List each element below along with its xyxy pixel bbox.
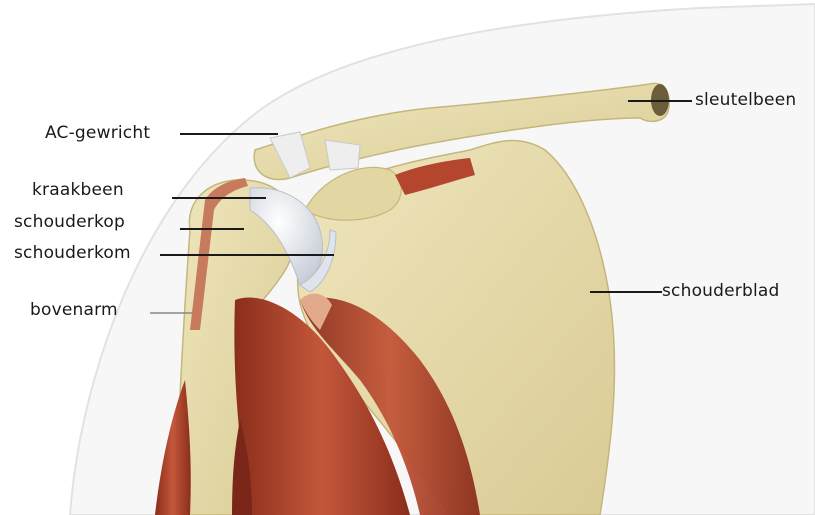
label-humeral-head: schouderkop xyxy=(14,212,125,232)
label-cartilage: kraakbeen xyxy=(32,180,124,200)
label-upper-arm: bovenarm xyxy=(30,300,118,320)
ac-ligament-2 xyxy=(325,140,360,170)
label-clavicle: sleutelbeen xyxy=(695,90,796,110)
label-scapula: schouderblad xyxy=(662,281,780,301)
label-glenoid: schouderkom xyxy=(14,243,131,263)
label-ac-joint: AC-gewricht xyxy=(45,123,150,143)
